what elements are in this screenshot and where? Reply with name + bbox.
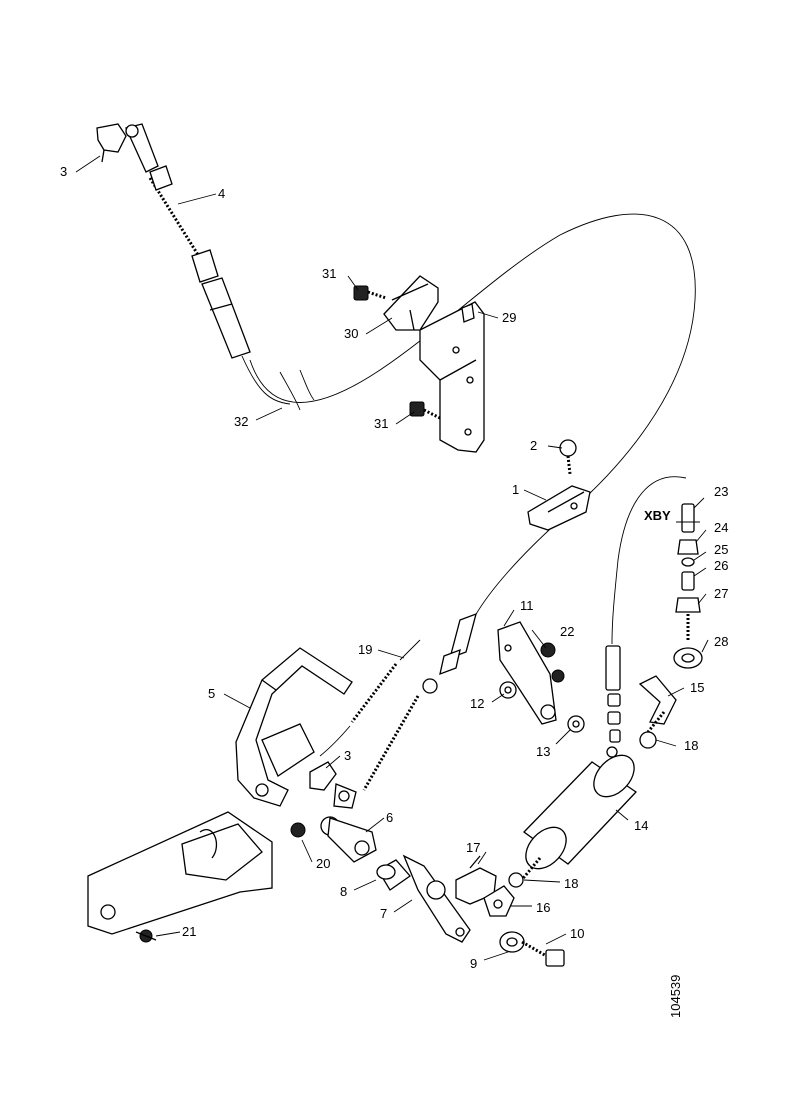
washer-18-upper	[639, 731, 657, 749]
callout-19: 19	[358, 642, 372, 657]
actuator-cylinder	[518, 746, 637, 883]
lever-arm	[320, 816, 377, 863]
leader-lines	[75, 155, 709, 961]
callout-6: 6	[386, 810, 393, 825]
callout-9: 9	[470, 956, 477, 971]
callout-4: 4	[218, 186, 225, 201]
callout-13: 13	[536, 744, 550, 759]
callout-30: 30	[344, 326, 358, 341]
bolt	[521, 940, 565, 967]
variant-nut	[677, 539, 699, 555]
callout-8: 8	[340, 884, 347, 899]
screw	[559, 439, 577, 475]
callout-2: 2	[530, 438, 537, 453]
callout-23: 23	[714, 484, 728, 499]
variant-washer	[681, 557, 695, 567]
callout-labels: 3 4 31 30 29 32 31 2 1 23 XBY 24 25 26 2…	[60, 164, 728, 971]
callout-16: 16	[536, 900, 550, 915]
callout-3-lower: 3	[344, 748, 351, 763]
variant-cable	[611, 476, 687, 645]
bolt-top	[353, 285, 387, 301]
callout-31-top: 31	[322, 266, 336, 281]
cable-clamp-bracket	[383, 275, 439, 331]
cable-end-clip-lower	[309, 761, 337, 791]
return-spring	[319, 639, 421, 757]
clevis	[483, 885, 515, 917]
callout-31-lower: 31	[374, 416, 388, 431]
nut-small	[551, 669, 565, 683]
callout-12: 12	[470, 696, 484, 711]
callout-22: 22	[560, 624, 574, 639]
callout-29: 29	[502, 310, 516, 325]
cable-support-bracket	[527, 485, 591, 531]
callout-21: 21	[182, 924, 196, 939]
screw-21	[135, 929, 157, 943]
push-rod-assembly	[605, 645, 621, 743]
washer-18-lower	[508, 872, 524, 888]
mounting-bracket	[419, 301, 485, 453]
variant-spring-cap	[675, 597, 701, 640]
callout-17: 17	[466, 840, 480, 855]
callout-14: 14	[634, 818, 648, 833]
cable-end-clip-top	[96, 123, 127, 163]
callout-18-lower: 18	[564, 876, 578, 891]
callout-26: 26	[714, 558, 728, 573]
upper-cable-assembly	[125, 123, 291, 405]
variant-label-xby: XBY	[644, 508, 671, 523]
elbow-fitting	[638, 675, 677, 733]
callout-32: 32	[234, 414, 248, 429]
callout-28: 28	[714, 634, 728, 649]
accelerator-pedal	[235, 647, 353, 807]
screw-22	[540, 642, 556, 658]
variant-pin	[681, 503, 695, 533]
callout-20: 20	[316, 856, 330, 871]
callout-11: 11	[520, 598, 534, 613]
callout-15: 15	[690, 680, 704, 695]
callout-18-upper: 18	[684, 738, 698, 753]
callout-7: 7	[380, 906, 387, 921]
bushing	[376, 859, 411, 891]
lower-cable-end	[333, 612, 477, 809]
callout-3-top: 3	[60, 164, 67, 179]
callout-10: 10	[570, 926, 584, 941]
bolt-bracket-lower	[409, 401, 441, 420]
callout-25: 25	[714, 542, 728, 557]
throttle-lever	[402, 854, 471, 943]
callout-24: 24	[714, 520, 728, 535]
variant-bushing	[673, 647, 703, 669]
screw-20	[290, 822, 306, 838]
washer	[499, 931, 525, 953]
nut-13	[567, 715, 585, 733]
drawing-number: 104539	[668, 975, 683, 1018]
pedal-base-plate	[87, 811, 273, 935]
callout-5: 5	[208, 686, 215, 701]
callout-27: 27	[714, 586, 728, 601]
callout-1: 1	[512, 482, 519, 497]
support-plate	[497, 621, 557, 725]
variant-sleeve	[681, 571, 695, 591]
